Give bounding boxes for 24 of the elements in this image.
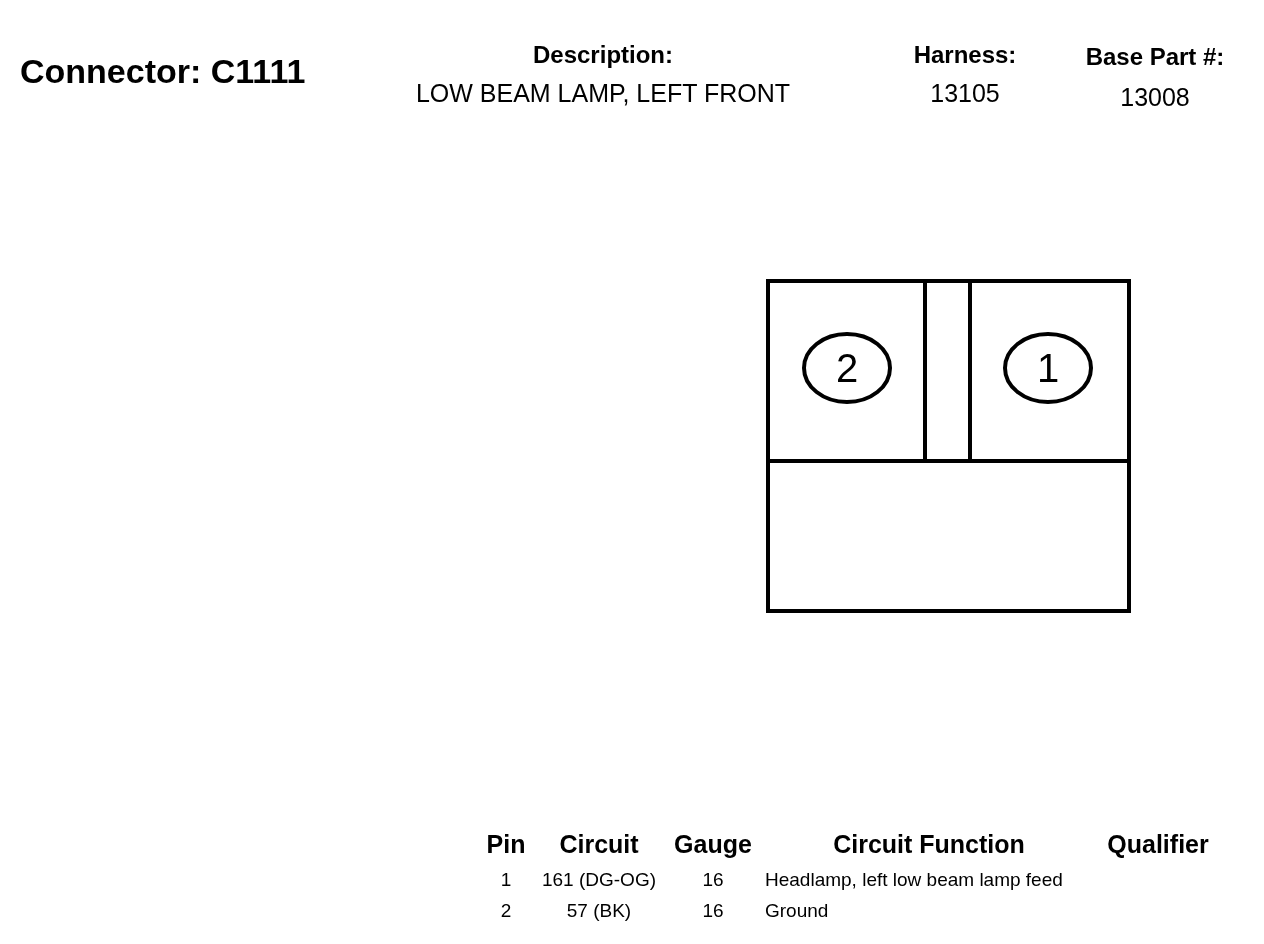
field-heading: Harness: xyxy=(913,42,1017,69)
table-cell: Ground xyxy=(765,901,829,922)
harness-number: 13105 xyxy=(930,80,1000,108)
pin-circle xyxy=(1003,332,1093,404)
pin-number: 1 xyxy=(1035,348,1061,388)
pin-circle xyxy=(802,332,892,404)
table-cell: Headlamp, left low beam lamp feed xyxy=(765,870,1063,891)
pin-number: 2 xyxy=(834,348,860,388)
field-heading: Base Part #: xyxy=(1085,44,1225,71)
column-header: Gauge xyxy=(674,831,752,859)
connector-title: Connector: C1111 xyxy=(20,53,306,91)
table-cell: 161 (DG-OG) xyxy=(542,870,656,891)
table-cell: 1 xyxy=(500,870,512,891)
table-cell: 16 xyxy=(702,870,724,891)
description-text: LOW BEAM LAMP, LEFT FRONT xyxy=(415,80,791,108)
part-number: 13008 xyxy=(1120,84,1190,112)
table-cell: 16 xyxy=(702,901,724,922)
table-cell: 57 (BK) xyxy=(566,901,632,922)
field-heading: Description: xyxy=(533,42,673,69)
column-header: Circuit xyxy=(559,831,639,859)
column-header: Circuit Function xyxy=(833,831,1025,859)
column-header: Pin xyxy=(486,831,526,859)
column-header: Qualifier xyxy=(1107,831,1209,859)
table-cell: 2 xyxy=(500,901,512,922)
